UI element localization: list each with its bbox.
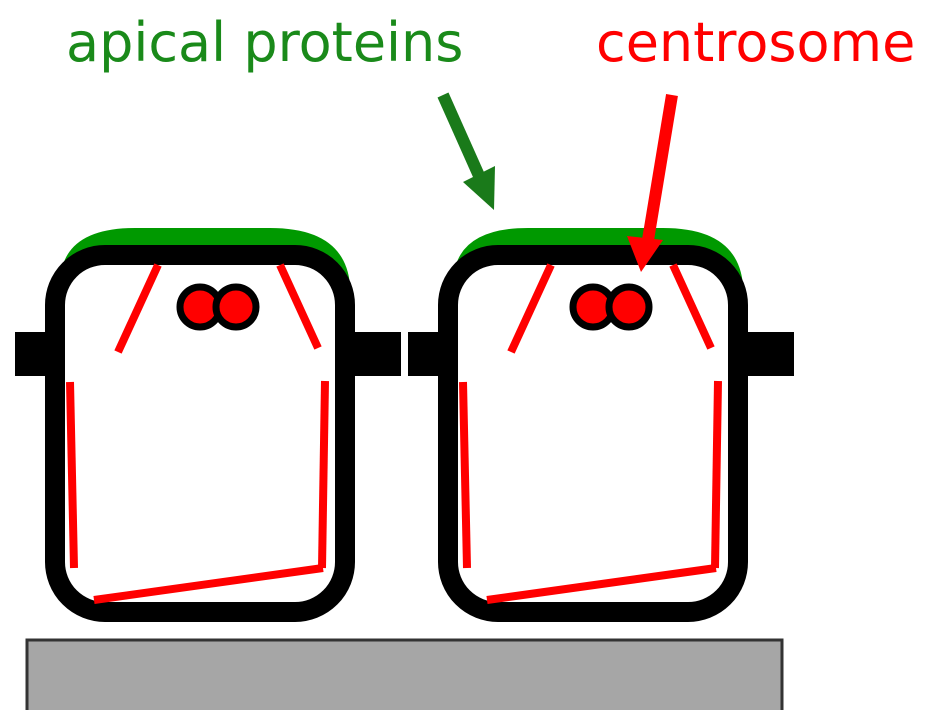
apical-arrow-icon [443,95,495,210]
substrate-block [27,640,782,710]
cell-right [408,228,794,612]
cell-left [15,228,401,612]
